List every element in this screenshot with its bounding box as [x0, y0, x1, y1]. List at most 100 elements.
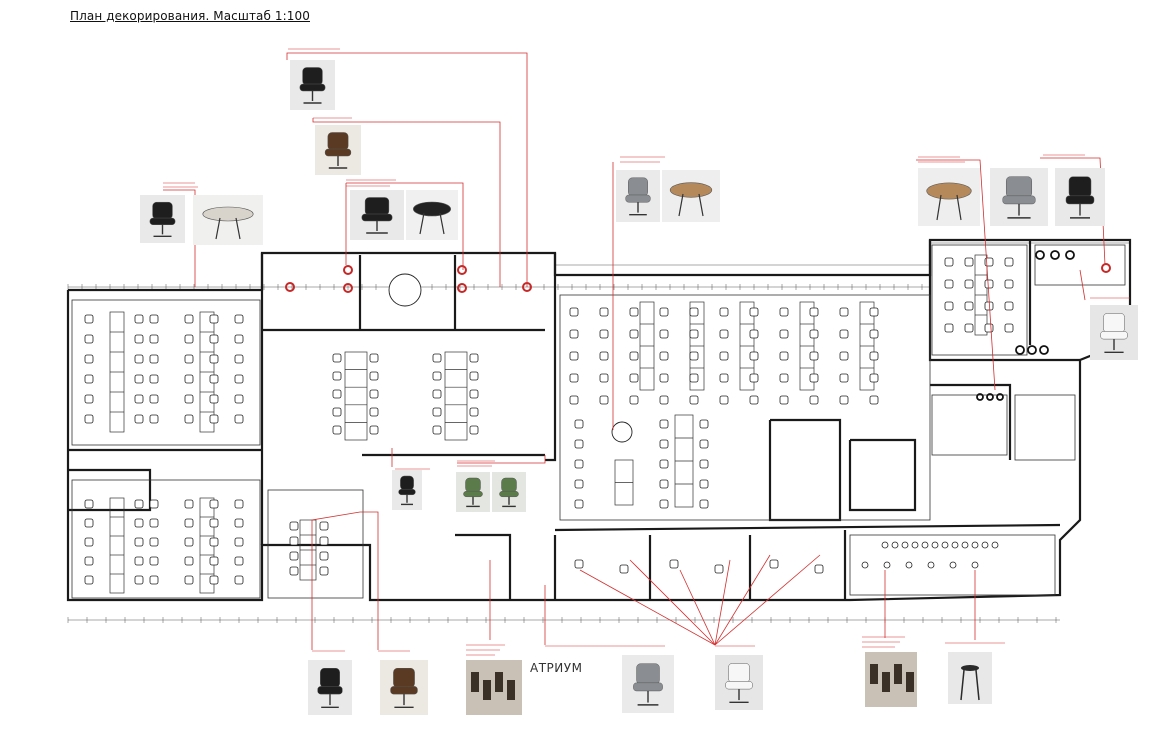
bar-stool	[891, 541, 899, 549]
atrium-label: АТРИУМ	[530, 661, 582, 675]
chair	[234, 374, 244, 384]
partitions	[71, 244, 1126, 599]
chair	[814, 564, 824, 574]
chair	[619, 564, 629, 574]
bar-stool	[905, 561, 913, 569]
chair	[84, 394, 94, 404]
bar-stool	[949, 561, 957, 569]
chair	[569, 351, 579, 361]
chair	[599, 307, 609, 317]
chair	[809, 395, 819, 405]
chair	[84, 556, 94, 566]
bar-stool	[883, 561, 891, 569]
chair	[629, 351, 639, 361]
chair	[332, 371, 342, 381]
chair	[149, 354, 159, 364]
chair	[569, 329, 579, 339]
cantilever-chair-icon	[308, 660, 352, 715]
chair	[599, 373, 609, 383]
chair	[699, 479, 709, 489]
bar-stool	[861, 561, 869, 569]
chair	[749, 351, 759, 361]
chair	[719, 351, 729, 361]
chair	[689, 329, 699, 339]
office-chair-icon	[392, 470, 422, 510]
nesting-tables-icon	[918, 168, 980, 226]
chair	[719, 329, 729, 339]
chair	[964, 323, 974, 333]
chair	[209, 414, 219, 424]
chair	[839, 395, 849, 405]
chair	[432, 371, 442, 381]
chair	[839, 329, 849, 339]
chair	[779, 329, 789, 339]
chair	[134, 354, 144, 364]
chair	[569, 307, 579, 317]
shell-chair-icon	[1090, 305, 1138, 360]
lounge-chair-icon	[990, 168, 1048, 226]
chair	[319, 551, 329, 561]
chair	[149, 537, 159, 547]
chair	[869, 395, 879, 405]
chair	[134, 374, 144, 384]
chair	[469, 389, 479, 399]
chair	[149, 334, 159, 344]
caption-strokes	[163, 48, 1130, 656]
chair	[699, 499, 709, 509]
chair	[629, 395, 639, 405]
chair	[749, 329, 759, 339]
chair	[944, 257, 954, 267]
chair	[809, 373, 819, 383]
chair	[84, 575, 94, 585]
chair	[699, 439, 709, 449]
chair	[779, 395, 789, 405]
chair	[659, 419, 669, 429]
chair	[134, 334, 144, 344]
chair	[134, 499, 144, 509]
chair	[134, 414, 144, 424]
chair	[719, 307, 729, 317]
chair	[574, 479, 584, 489]
chair	[629, 307, 639, 317]
chair	[184, 556, 194, 566]
chair	[209, 518, 219, 528]
chair	[149, 499, 159, 509]
chair	[149, 575, 159, 585]
chair	[809, 351, 819, 361]
chair	[432, 407, 442, 417]
chair	[332, 425, 342, 435]
chair	[689, 395, 699, 405]
chair	[984, 279, 994, 289]
chair	[659, 459, 669, 469]
chair	[84, 314, 94, 324]
chair	[469, 425, 479, 435]
chair	[629, 329, 639, 339]
chair	[234, 499, 244, 509]
chair	[869, 351, 879, 361]
chair	[149, 518, 159, 528]
chair	[369, 389, 379, 399]
chair	[209, 354, 219, 364]
chair	[432, 353, 442, 363]
chair	[332, 407, 342, 417]
lounge-chair-icon	[492, 472, 526, 512]
chair	[319, 521, 329, 531]
chair	[289, 566, 299, 576]
chair	[574, 439, 584, 449]
chair	[209, 394, 219, 404]
chair	[869, 307, 879, 317]
chair	[369, 425, 379, 435]
chair	[869, 373, 879, 383]
chair	[719, 395, 729, 405]
chair	[134, 575, 144, 585]
chair	[432, 389, 442, 399]
chair	[134, 537, 144, 547]
walls	[66, 238, 1132, 602]
chair	[184, 499, 194, 509]
armchair-icon	[350, 190, 404, 240]
chairs	[84, 257, 1014, 585]
chair	[659, 395, 669, 405]
lounge-chair-icon	[622, 655, 674, 713]
chair	[234, 556, 244, 566]
bar-stool	[927, 561, 935, 569]
